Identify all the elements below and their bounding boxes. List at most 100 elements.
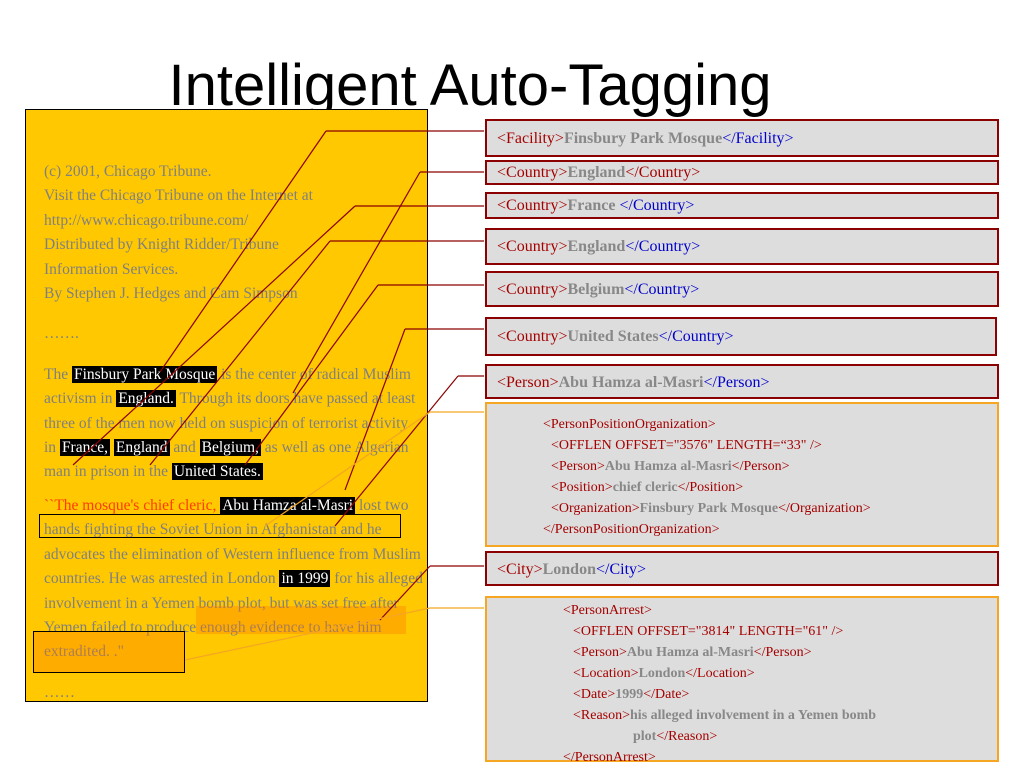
header-line: http://www.chicago.tribune.com/ bbox=[44, 211, 249, 229]
relation-line: <OFFLEN OFFSET="3576" LENGTH=“33" /> bbox=[543, 435, 997, 456]
tag-close: </Facility> bbox=[722, 130, 794, 147]
connector-ppo bbox=[264, 411, 431, 527]
tag-close: </Location> bbox=[685, 666, 755, 681]
tag-close: </PersonPositionOrganization> bbox=[543, 522, 720, 537]
tag-value: London bbox=[542, 561, 596, 578]
tag-open: <Position> bbox=[551, 480, 613, 495]
tag-open: <City> bbox=[497, 561, 543, 578]
tag-open: <PersonArrest> bbox=[563, 603, 652, 618]
tag-open: <Person> bbox=[551, 459, 605, 474]
tag-value: Abu Hamza al-Masri bbox=[604, 459, 732, 474]
tag-close: </Country> bbox=[619, 197, 695, 214]
paragraph-2: ``The mosque's chief cleric, Abu Hamza a… bbox=[44, 494, 424, 665]
relation-line: plot</Reason> bbox=[563, 726, 997, 747]
tag-value: Finsbury Park Mosque bbox=[639, 501, 779, 516]
tag-value: 1999 bbox=[615, 687, 644, 702]
connector-arrest bbox=[184, 607, 431, 661]
tag-close: </Country> bbox=[624, 281, 700, 298]
relation-line: <OFFLEN OFFSET="3814" LENGTH="61" /> bbox=[563, 621, 997, 642]
tag-facility: <Facility>Finsbury Park Mosque</Facility… bbox=[485, 119, 999, 157]
tag-value: Belgium bbox=[567, 281, 625, 298]
connector-country4 bbox=[244, 284, 379, 466]
tag-value: Finsbury Park Mosque bbox=[563, 130, 723, 147]
header-line: Distributed by Knight Ridder/Tribune bbox=[44, 236, 279, 254]
tag-open: <Country> bbox=[497, 164, 568, 181]
tag-open: <Location> bbox=[573, 666, 639, 681]
tag-open: <Country> bbox=[497, 238, 568, 255]
tag-country-1: <Country>England</Country> bbox=[485, 160, 999, 185]
text-run: and bbox=[169, 439, 200, 457]
connector-country2 bbox=[72, 205, 356, 466]
tag-country-3: <Country>England</Country> bbox=[485, 228, 999, 265]
entity-country: England bbox=[113, 439, 170, 457]
entity-country: United States. bbox=[171, 463, 263, 481]
tag-open: <Country> bbox=[497, 197, 568, 214]
connector-person bbox=[334, 375, 459, 527]
tag-close: </PersonArrest> bbox=[563, 750, 656, 765]
tag-value: his alleged involvement in a Yemen bomb bbox=[630, 708, 877, 723]
ellipsis: …… bbox=[44, 683, 75, 701]
tag-open: <Facility> bbox=[497, 130, 564, 147]
tag-open: <Country> bbox=[497, 328, 568, 345]
relation-line: </PersonPositionOrganization> bbox=[543, 519, 997, 540]
tag-value: England bbox=[567, 164, 626, 181]
document-panel bbox=[25, 109, 428, 702]
text-run: lost two hands fighting the Soviet Union… bbox=[44, 496, 421, 588]
tag-open: <Organization> bbox=[551, 501, 640, 516]
connector-city bbox=[379, 565, 431, 621]
tag-person: <Person>Abu Hamza al-Masri</Person> bbox=[485, 364, 999, 399]
tag-close: </Person> bbox=[753, 645, 812, 660]
connector-facility bbox=[159, 130, 327, 373]
tag-close: </Person> bbox=[703, 374, 770, 391]
tag-close: </Country> bbox=[658, 328, 734, 345]
tag-value: Abu Hamza al-Masri bbox=[626, 645, 754, 660]
tag-close: </Date> bbox=[643, 687, 690, 702]
tag-close: </Person> bbox=[731, 459, 790, 474]
tag-open: <Country> bbox=[497, 281, 568, 298]
header-line: (c) 2001, Chicago Tribune. bbox=[44, 163, 212, 180]
connector-country5 bbox=[344, 328, 406, 491]
relation-line: <Date>1999</Date> bbox=[563, 684, 997, 705]
tag-value: United States bbox=[567, 328, 659, 345]
relation-line: <Location>London</Location> bbox=[563, 663, 997, 684]
document-text: (c) 2001, Chicago Tribune. Visit the Chi… bbox=[44, 160, 424, 705]
relation-line: </PersonArrest> bbox=[563, 747, 997, 768]
tag-close: </City> bbox=[595, 561, 647, 578]
paragraph-1: The Finsbury Park Mosque is the center o… bbox=[44, 363, 424, 485]
relation-line: <PersonPositionOrganization> bbox=[543, 414, 997, 435]
relation-line: <Person>Abu Hamza al-Masri</Person> bbox=[563, 642, 997, 663]
relation-outline-arrest bbox=[33, 631, 185, 673]
text-run: for his alleged involvement in a Yemen b… bbox=[44, 570, 423, 661]
entity-facility: Finsbury Park Mosque bbox=[71, 365, 218, 383]
offlen-tag: <OFFLEN OFFSET="3814" LENGTH="61" /> bbox=[573, 624, 844, 639]
text-run: is the center of radical Muslim activism… bbox=[44, 365, 411, 408]
offlen-tag: <OFFLEN OFFSET="3576" LENGTH=“33" /> bbox=[551, 438, 822, 453]
entity-country: Belgium, bbox=[199, 439, 261, 457]
relation-line: <Organization>Finsbury Park Mosque</Orga… bbox=[543, 498, 997, 519]
ellipsis: ……. bbox=[44, 325, 79, 343]
tag-open: <Person> bbox=[497, 374, 559, 391]
tag-close: </Country> bbox=[625, 238, 701, 255]
relation-line: <Reason>his alleged involvement in a Yem… bbox=[563, 705, 997, 726]
relation-person-arrest: <PersonArrest> <OFFLEN OFFSET="3814" LEN… bbox=[485, 596, 999, 765]
tag-close: </Organization> bbox=[778, 501, 871, 516]
relation-outline-ppo bbox=[39, 514, 401, 538]
tag-close: </Country> bbox=[625, 164, 701, 181]
text-run: The bbox=[44, 365, 72, 383]
connector-country3 bbox=[149, 240, 331, 466]
tag-value: London bbox=[638, 666, 686, 681]
slide-title: Intelligent Auto-Tagging bbox=[168, 53, 772, 118]
relation-line: <PersonArrest> bbox=[563, 600, 997, 621]
relation-person-position-organization: <PersonPositionOrganization> <OFFLEN OFF… bbox=[485, 402, 999, 547]
tag-open: <Person> bbox=[573, 645, 627, 660]
connector-country1 bbox=[292, 171, 421, 394]
tag-city: <City>London</City> bbox=[485, 551, 999, 586]
tag-open: <Date> bbox=[573, 687, 616, 702]
tag-country-5: <Country>United States</Country> bbox=[485, 317, 997, 356]
header-line: Information Services. bbox=[44, 260, 179, 278]
tag-close: </Reason> bbox=[656, 729, 718, 744]
entity-country: England. bbox=[116, 390, 176, 408]
tag-close: </Position> bbox=[677, 480, 744, 495]
tag-country-2: <Country>France </Country> bbox=[485, 192, 999, 219]
tag-value: England bbox=[567, 238, 626, 255]
